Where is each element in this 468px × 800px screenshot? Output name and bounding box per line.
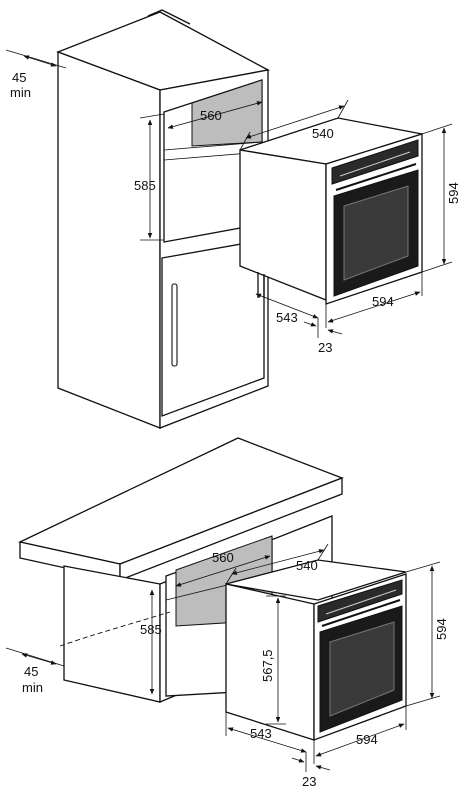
top-front-offset-value: 23 [318, 340, 332, 355]
top-mount-depth-dim: 543 [255, 293, 319, 325]
top-mount-depth-value: 543 [276, 310, 298, 325]
top-oven-width-dim: 594 [325, 272, 423, 328]
bottom-side-gap-unit: min [22, 680, 43, 695]
cabinet-door [161, 239, 265, 417]
top-oven-control-panel [331, 139, 419, 185]
bottom-side-gap-value: 45 [24, 664, 38, 679]
tall-cabinet [56, 9, 270, 429]
top-oven-height-value: 594 [446, 182, 461, 204]
door-handle [171, 283, 178, 367]
bottom-mount-depth-dim: 543 [225, 712, 307, 753]
bottom-niche-height-dim: 585 [140, 589, 162, 695]
top-side-gap-dim: 45 min [5, 49, 67, 100]
bottom-oven-height-dim: 594 [405, 561, 449, 707]
top-oven-depth-dim: 540 [239, 99, 349, 151]
top-oven-depth-value: 540 [312, 126, 334, 141]
top-niche-height-value: 585 [134, 178, 156, 193]
bottom-niche-height-value: 585 [140, 622, 162, 637]
top-side-gap-unit: min [10, 85, 31, 100]
bottom-front-offset-value: 23 [302, 774, 316, 789]
top-front-offset-dim: 23 [303, 318, 343, 355]
bottom-niche-width-value: 560 [212, 550, 234, 565]
bottom-oven-control-panel [317, 579, 403, 623]
top-oven-width-value: 594 [372, 294, 394, 309]
bottom-oven [225, 559, 407, 741]
bottom-oven-width-value: 594 [356, 732, 378, 747]
worktop-side-edge [119, 477, 343, 581]
bottom-oven-height-value: 594 [434, 618, 449, 640]
bottom-mount-depth-value: 543 [250, 726, 272, 741]
top-niche-height-dim: 585 [134, 113, 165, 241]
top-oven-window [343, 185, 409, 281]
top-niche-width-value: 560 [200, 108, 222, 123]
bottom-side-gap-dim: 45 min [5, 647, 65, 695]
top-side-gap-value: 45 [12, 70, 26, 85]
top-oven-height-dim: 594 [421, 123, 461, 273]
bottom-oven-depth-dim: 540 [225, 543, 329, 585]
bottom-oven-window [329, 621, 395, 717]
bottom-front-offset-dim: 23 [291, 752, 331, 789]
top-oven [239, 117, 423, 305]
bottom-body-height-value: 567,5 [260, 649, 275, 682]
bottom-oven-depth-value: 540 [296, 558, 318, 573]
bottom-body-height-dim: 567,5 [260, 595, 286, 725]
bottom-oven-width-dim: 594 [313, 706, 407, 764]
